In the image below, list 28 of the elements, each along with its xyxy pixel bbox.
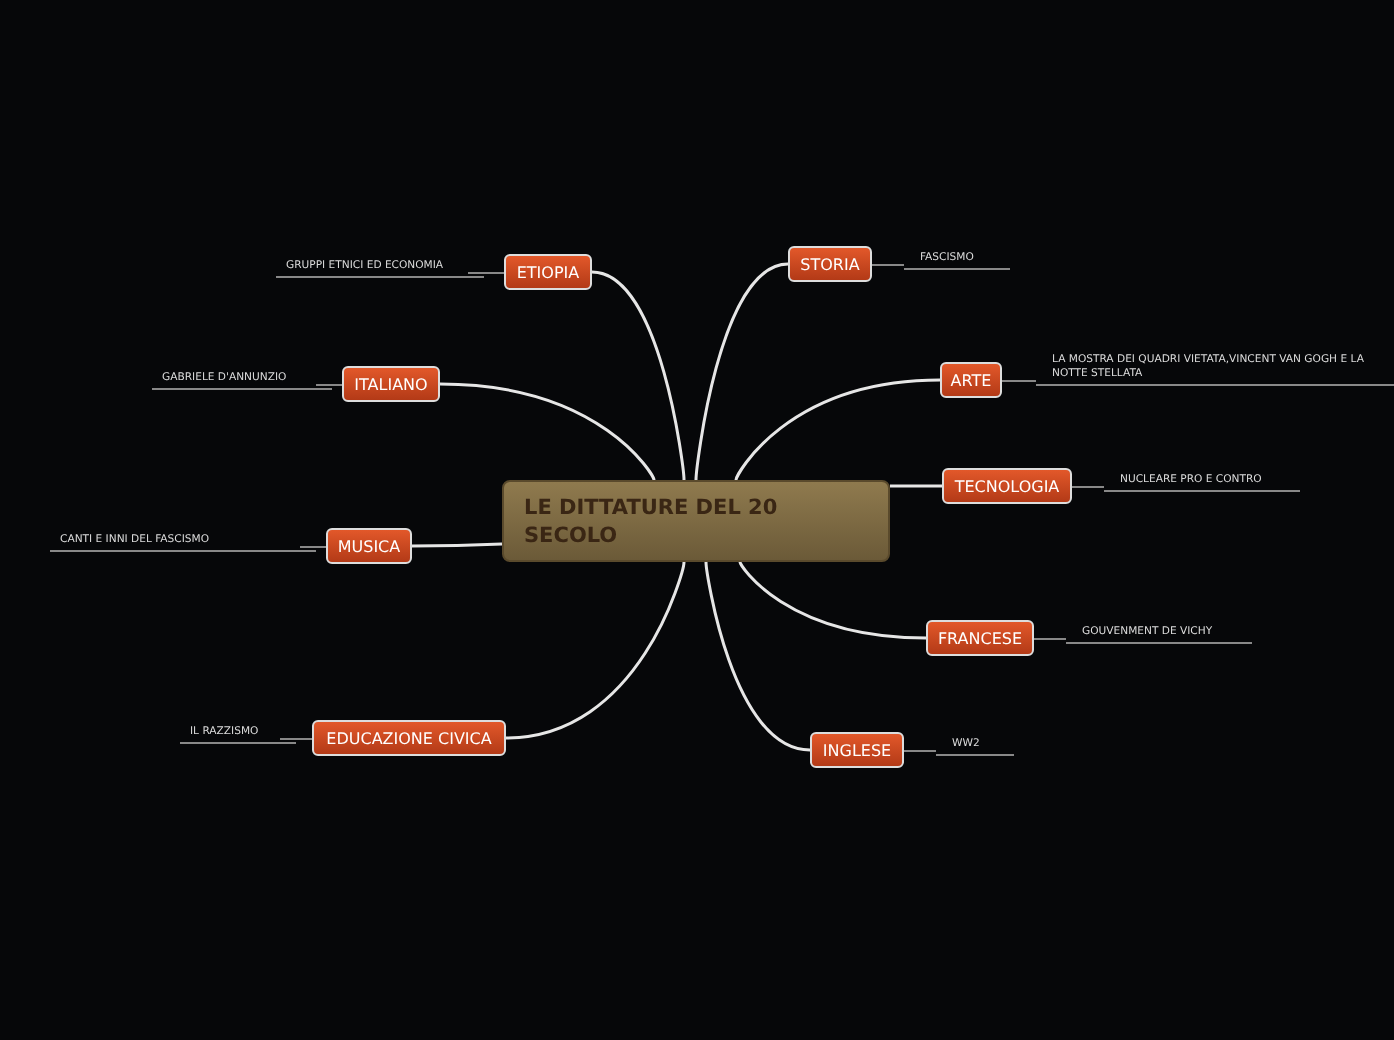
branch-line xyxy=(591,270,686,481)
branch-line xyxy=(738,561,927,640)
connector-line xyxy=(1033,638,1067,640)
connector-line xyxy=(871,264,905,266)
branch-line xyxy=(694,262,789,481)
topic-box: STORIA xyxy=(788,246,872,282)
topic-box: EDUCAZIONE CIVICA xyxy=(312,720,506,756)
connector-line xyxy=(315,384,343,386)
branch-line xyxy=(412,542,503,548)
connector-line xyxy=(1071,486,1105,488)
branch-line xyxy=(505,561,686,740)
connector-line xyxy=(903,750,937,752)
topic-box: INGLESE xyxy=(810,732,904,768)
topic-box: TECNOLOGIA xyxy=(942,468,1072,504)
topic-box: ETIOPIA xyxy=(504,254,592,290)
branch-line xyxy=(734,378,941,481)
central-topic: LE DITTATURE DEL 20 SECOLO xyxy=(502,480,890,562)
topic-box: ITALIANO xyxy=(342,366,440,402)
connector-line xyxy=(299,546,327,548)
branch-line xyxy=(439,382,656,481)
connector-line xyxy=(1001,380,1037,382)
topic-box: FRANCESE xyxy=(926,620,1034,656)
topic-box: MUSICA xyxy=(326,528,412,564)
connector-line xyxy=(279,738,313,740)
connector-line xyxy=(467,272,505,274)
topic-box: ARTE xyxy=(940,362,1002,398)
branch-line xyxy=(704,561,811,752)
branch-line xyxy=(890,484,942,488)
